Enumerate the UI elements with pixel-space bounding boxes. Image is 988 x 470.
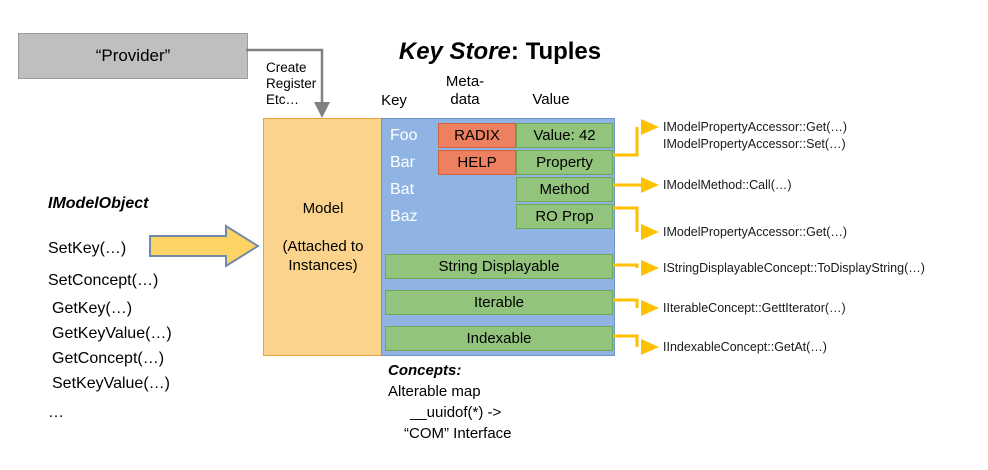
connector-string-displayable xyxy=(613,260,659,276)
model-box: Model (Attached to Instances) xyxy=(263,118,383,356)
model-sub-line1: (Attached to xyxy=(282,237,364,255)
provider-label: “Provider” xyxy=(95,46,171,65)
concepts-note-line1: Alterable map xyxy=(388,383,481,400)
metadata-cell-radix: RADIX xyxy=(438,123,516,148)
register-line: Register xyxy=(266,76,317,91)
imodelobject-getters-group: GetKey(…) GetKeyValue(…) GetConcept(…) S… xyxy=(52,296,172,396)
imodelobject-method-setkey: SetKey(…) xyxy=(48,240,127,257)
concepts-note-header: Concepts: xyxy=(388,362,462,379)
key-cell-baz: Baz xyxy=(390,208,418,225)
connector-indexable xyxy=(613,334,659,355)
connector-iterable xyxy=(613,298,659,316)
concepts-note: Concepts: Alterable map __uuidof(*) -> “… xyxy=(388,360,648,444)
column-header-value: Value xyxy=(532,91,570,108)
value-cell-value42: Value: 42 xyxy=(516,123,613,148)
connector-property xyxy=(613,119,659,157)
value-cell-method: Method xyxy=(516,177,613,202)
metadata-header-line1: Meta- xyxy=(445,73,485,90)
concepts-note-line2: __uuidof(*) -> xyxy=(410,404,502,421)
value-cell-property: Property xyxy=(516,150,613,175)
title-rest: : Tuples xyxy=(510,38,602,65)
api-label-property-set: IModelPropertyAccessor::Set(…) xyxy=(663,137,846,151)
column-header-key: Key xyxy=(381,92,407,109)
imodelobject-setters-group: SetKey(…) SetConcept(…) xyxy=(48,233,158,297)
api-label-method-call: IModelMethod::Call(…) xyxy=(663,178,792,192)
imodelobject-ellipsis: … xyxy=(48,404,64,421)
key-cell-bat: Bat xyxy=(390,181,415,198)
column-header-metadata: Meta- data xyxy=(432,73,498,109)
api-label-property-get: IModelPropertyAccessor::Get(…) xyxy=(663,120,848,134)
api-label-iterable: IIterableConcept::GettIterator(…) xyxy=(663,301,846,315)
model-box-subtitle: (Attached to Instances) xyxy=(283,237,364,275)
concept-bar-string-displayable: String Displayable xyxy=(385,254,613,279)
imodelobject-title: IModelObject xyxy=(48,195,149,212)
api-label-roprop-get: IModelPropertyAccessor::Get(…) xyxy=(663,225,848,239)
model-box-title: Model xyxy=(302,199,344,217)
metadata-header-line2: data xyxy=(450,91,480,108)
metadata-cell-help: HELP xyxy=(438,150,516,175)
key-cell-bar: Bar xyxy=(390,154,415,171)
connector-method xyxy=(613,177,659,193)
title-emphasis: Key Store xyxy=(398,38,511,65)
imodelobject-method-getconcept: GetConcept(…) xyxy=(52,350,165,367)
api-label-string-displayable: IStringDisplayableConcept::ToDisplayStri… xyxy=(663,261,925,275)
key-cell-foo: Foo xyxy=(390,127,418,144)
block-arrow-icon xyxy=(149,224,260,268)
create-register-label: Create Register Etc… xyxy=(266,60,336,108)
concept-bar-iterable: Iterable xyxy=(385,290,613,315)
value-cell-ro-prop: RO Prop xyxy=(516,204,613,229)
connector-ro-prop xyxy=(613,206,659,240)
imodelobject-method-getkey: GetKey(…) xyxy=(52,300,133,317)
provider-box: “Provider” xyxy=(18,33,248,79)
etc-line: Etc… xyxy=(266,92,300,107)
concepts-note-line3: “COM” Interface xyxy=(404,425,512,442)
keystore-panel: Foo Bar Bat Baz RADIX HELP Value: 42 Pro… xyxy=(381,118,615,356)
imodelobject-method-setconcept: SetConcept(…) xyxy=(48,272,159,289)
model-sub-line2: Instances) xyxy=(288,256,358,274)
concept-bar-indexable: Indexable xyxy=(385,326,613,351)
imodelobject-method-setkeyvalue: SetKeyValue(…) xyxy=(52,375,170,392)
page-title: Key Store: Tuples xyxy=(300,38,700,66)
imodelobject-method-getkeyvalue: GetKeyValue(…) xyxy=(52,325,172,342)
api-label-indexable: IIndexableConcept::GetAt(…) xyxy=(663,340,827,354)
